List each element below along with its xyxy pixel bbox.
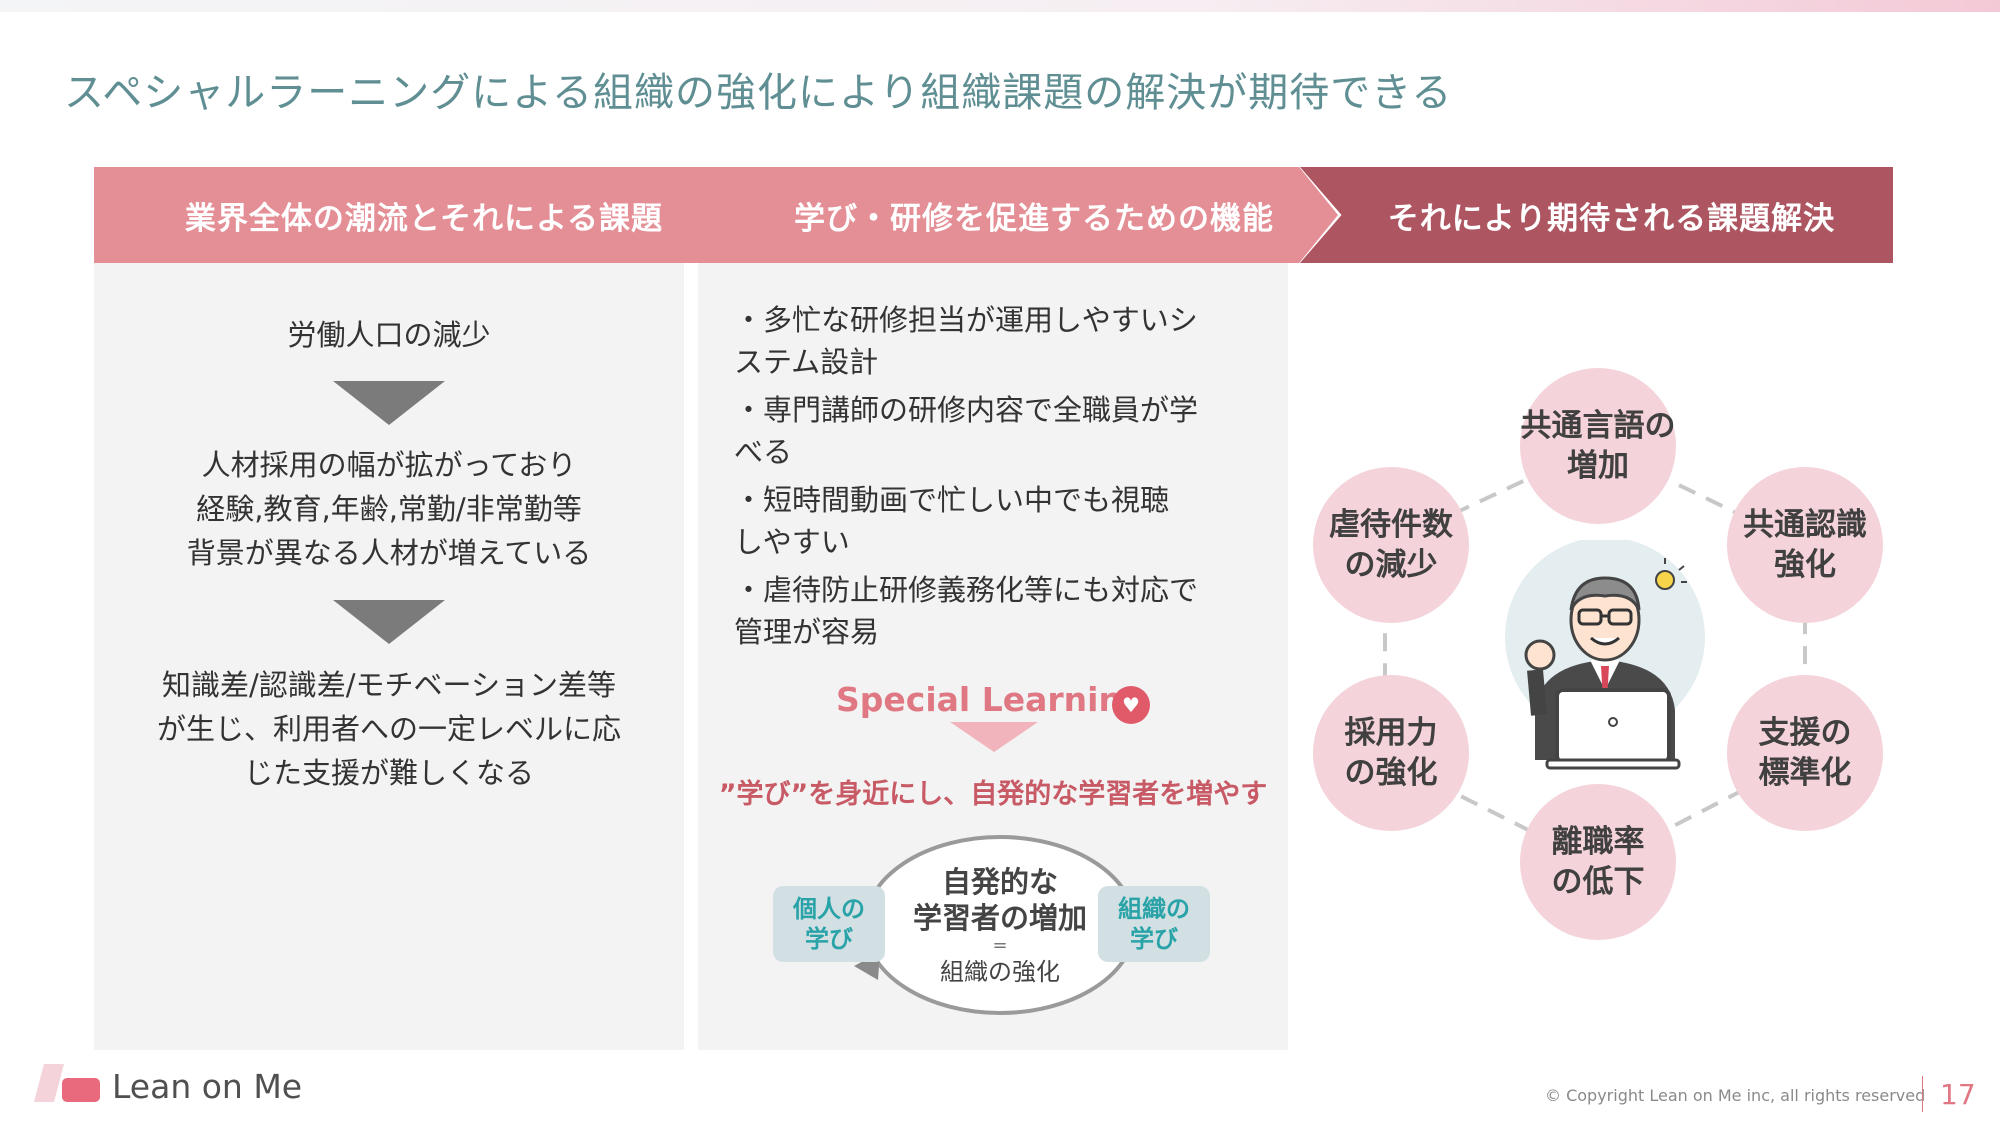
text-line: しやすい <box>734 525 850 559</box>
text-line: 組織の <box>1118 895 1190 923</box>
header-label: それにより期待される課題解決 <box>1387 200 1836 237</box>
down-arrow-icon <box>333 381 445 425</box>
text-line: じた支援が難しくなる <box>243 756 534 790</box>
diverse-hiring-text: 人材採用の幅が拡がっており 経験,教育,年齢,常勤/非常勤等 背景が異なる人材が… <box>94 443 684 575</box>
special-learning-logo: Special Learning <box>836 680 1146 719</box>
text-line: 知識差/認識差/モチベーション差等 <box>162 668 616 702</box>
header-learning-features: 学び・研修を促進するための機能 <box>690 167 1338 263</box>
businessman-with-laptop-icon <box>1505 540 1705 770</box>
feature-item: ・多忙な研修担当が運用しやすいシステム設計 <box>734 299 1254 383</box>
labor-decline-text: 労働人口の減少 <box>287 318 491 352</box>
text-line: 人材採用の幅が拡がっており <box>201 448 577 482</box>
cycle-center-title: 自発的な 学習者の増加 <box>890 864 1110 936</box>
text-line: 強化 <box>1774 547 1836 583</box>
text-line: ・専門講師の研修内容で全職員が学 <box>734 393 1199 427</box>
down-arrow-icon <box>333 600 445 644</box>
text-line: ・虐待防止研修義務化等にも対応で <box>734 573 1199 607</box>
text-line: 個人の <box>793 895 865 923</box>
page-title: スペシャルラーニングによる組織の強化により組織課題の解決が期待できる <box>64 70 1453 116</box>
text-line: 共通言語の <box>1520 408 1676 444</box>
circle-shared-understanding: 共通認識強化 <box>1727 467 1883 623</box>
header-industry-trends: 業界全体の潮流とそれによる課題 <box>94 167 794 263</box>
support-difficulty-text: 知識差/認識差/モチベーション差等 が生じ、利用者への一定レベルに応 じた支援が… <box>94 663 684 795</box>
circle-hiring-power: 採用力の強化 <box>1313 675 1469 831</box>
organization-learning-box: 組織の 学び <box>1098 886 1210 962</box>
circle-support-standardization: 支援の標準化 <box>1727 675 1883 831</box>
text-line: 自発的な <box>941 865 1058 899</box>
text-line: 学習者の増加 <box>912 901 1087 935</box>
down-triangle-icon <box>950 722 1038 752</box>
text-line: 管理が容易 <box>734 615 880 649</box>
heart-logo-icon: ♥ <box>1112 686 1150 724</box>
feature-item: ・短時間動画で忙しい中でも視聴しやすい <box>734 479 1254 563</box>
text-line: ・短時間動画で忙しい中でも視聴 <box>734 483 1170 517</box>
header-label: 学び・研修を促進するための機能 <box>794 200 1274 237</box>
lean-on-me-logo-icon <box>34 1064 100 1102</box>
feature-item: ・虐待防止研修義務化等にも対応で管理が容易 <box>734 569 1254 653</box>
text-line: ・多忙な研修担当が運用しやすいシ <box>734 303 1198 337</box>
feature-list: ・多忙な研修担当が運用しやすいシステム設計 ・専門講師の研修内容で全職員が学べる… <box>734 299 1254 659</box>
cycle-center-subtitle: 組織の強化 <box>940 958 1060 986</box>
text-line: の強化 <box>1344 755 1438 791</box>
text-line: の低下 <box>1551 864 1645 900</box>
equals-sign: = <box>992 935 1008 956</box>
circle-common-language: 共通言語の増加 <box>1520 368 1676 524</box>
copyright-text: © Copyright Lean on Me inc, all rights r… <box>1545 1086 1926 1105</box>
company-logo-text: Lean on Me <box>112 1067 303 1106</box>
text-line: 虐待件数 <box>1329 507 1453 543</box>
individual-learning-box: 個人の 学び <box>773 886 885 962</box>
text-line: べる <box>734 435 793 469</box>
top-gradient-bar <box>0 0 2000 12</box>
industry-trends-panel: 労働人口の減少 人材採用の幅が拡がっており 経験,教育,年齢,常勤/非常勤等 背… <box>94 263 684 1050</box>
text-line: 離職率 <box>1551 824 1645 860</box>
text-line: 学び <box>805 925 853 953</box>
tagline: ”学び”を身近にし、自発的な学習者を増やす <box>718 779 1268 810</box>
text-line: の減少 <box>1344 547 1438 583</box>
feature-item: ・専門講師の研修内容で全職員が学べる <box>734 389 1254 473</box>
header-expected-solutions: それにより期待される課題解決 <box>1300 167 1893 263</box>
text-line: 増加 <box>1567 448 1629 484</box>
text-line: 経験,教育,年齢,常勤/非常勤等 <box>196 492 582 526</box>
page-number: 17 <box>1940 1078 1976 1111</box>
text-line: 採用力 <box>1344 715 1438 751</box>
circle-abuse-reduction: 虐待件数の減少 <box>1313 467 1469 623</box>
text-line: 支援の <box>1758 715 1852 751</box>
header-label: 業界全体の潮流とそれによる課題 <box>184 200 664 237</box>
page-divider <box>1922 1076 1923 1112</box>
circle-turnover-reduction: 離職率の低下 <box>1520 784 1676 940</box>
text-line: が生じ、利用者への一定レベルに応 <box>156 712 621 746</box>
text-line: 学び <box>1130 925 1178 953</box>
text-line: 標準化 <box>1758 755 1852 791</box>
text-line: ステム設計 <box>734 345 879 379</box>
text-line: 共通認識 <box>1743 507 1867 543</box>
text-line: 背景が異なる人材が増えている <box>186 536 592 570</box>
